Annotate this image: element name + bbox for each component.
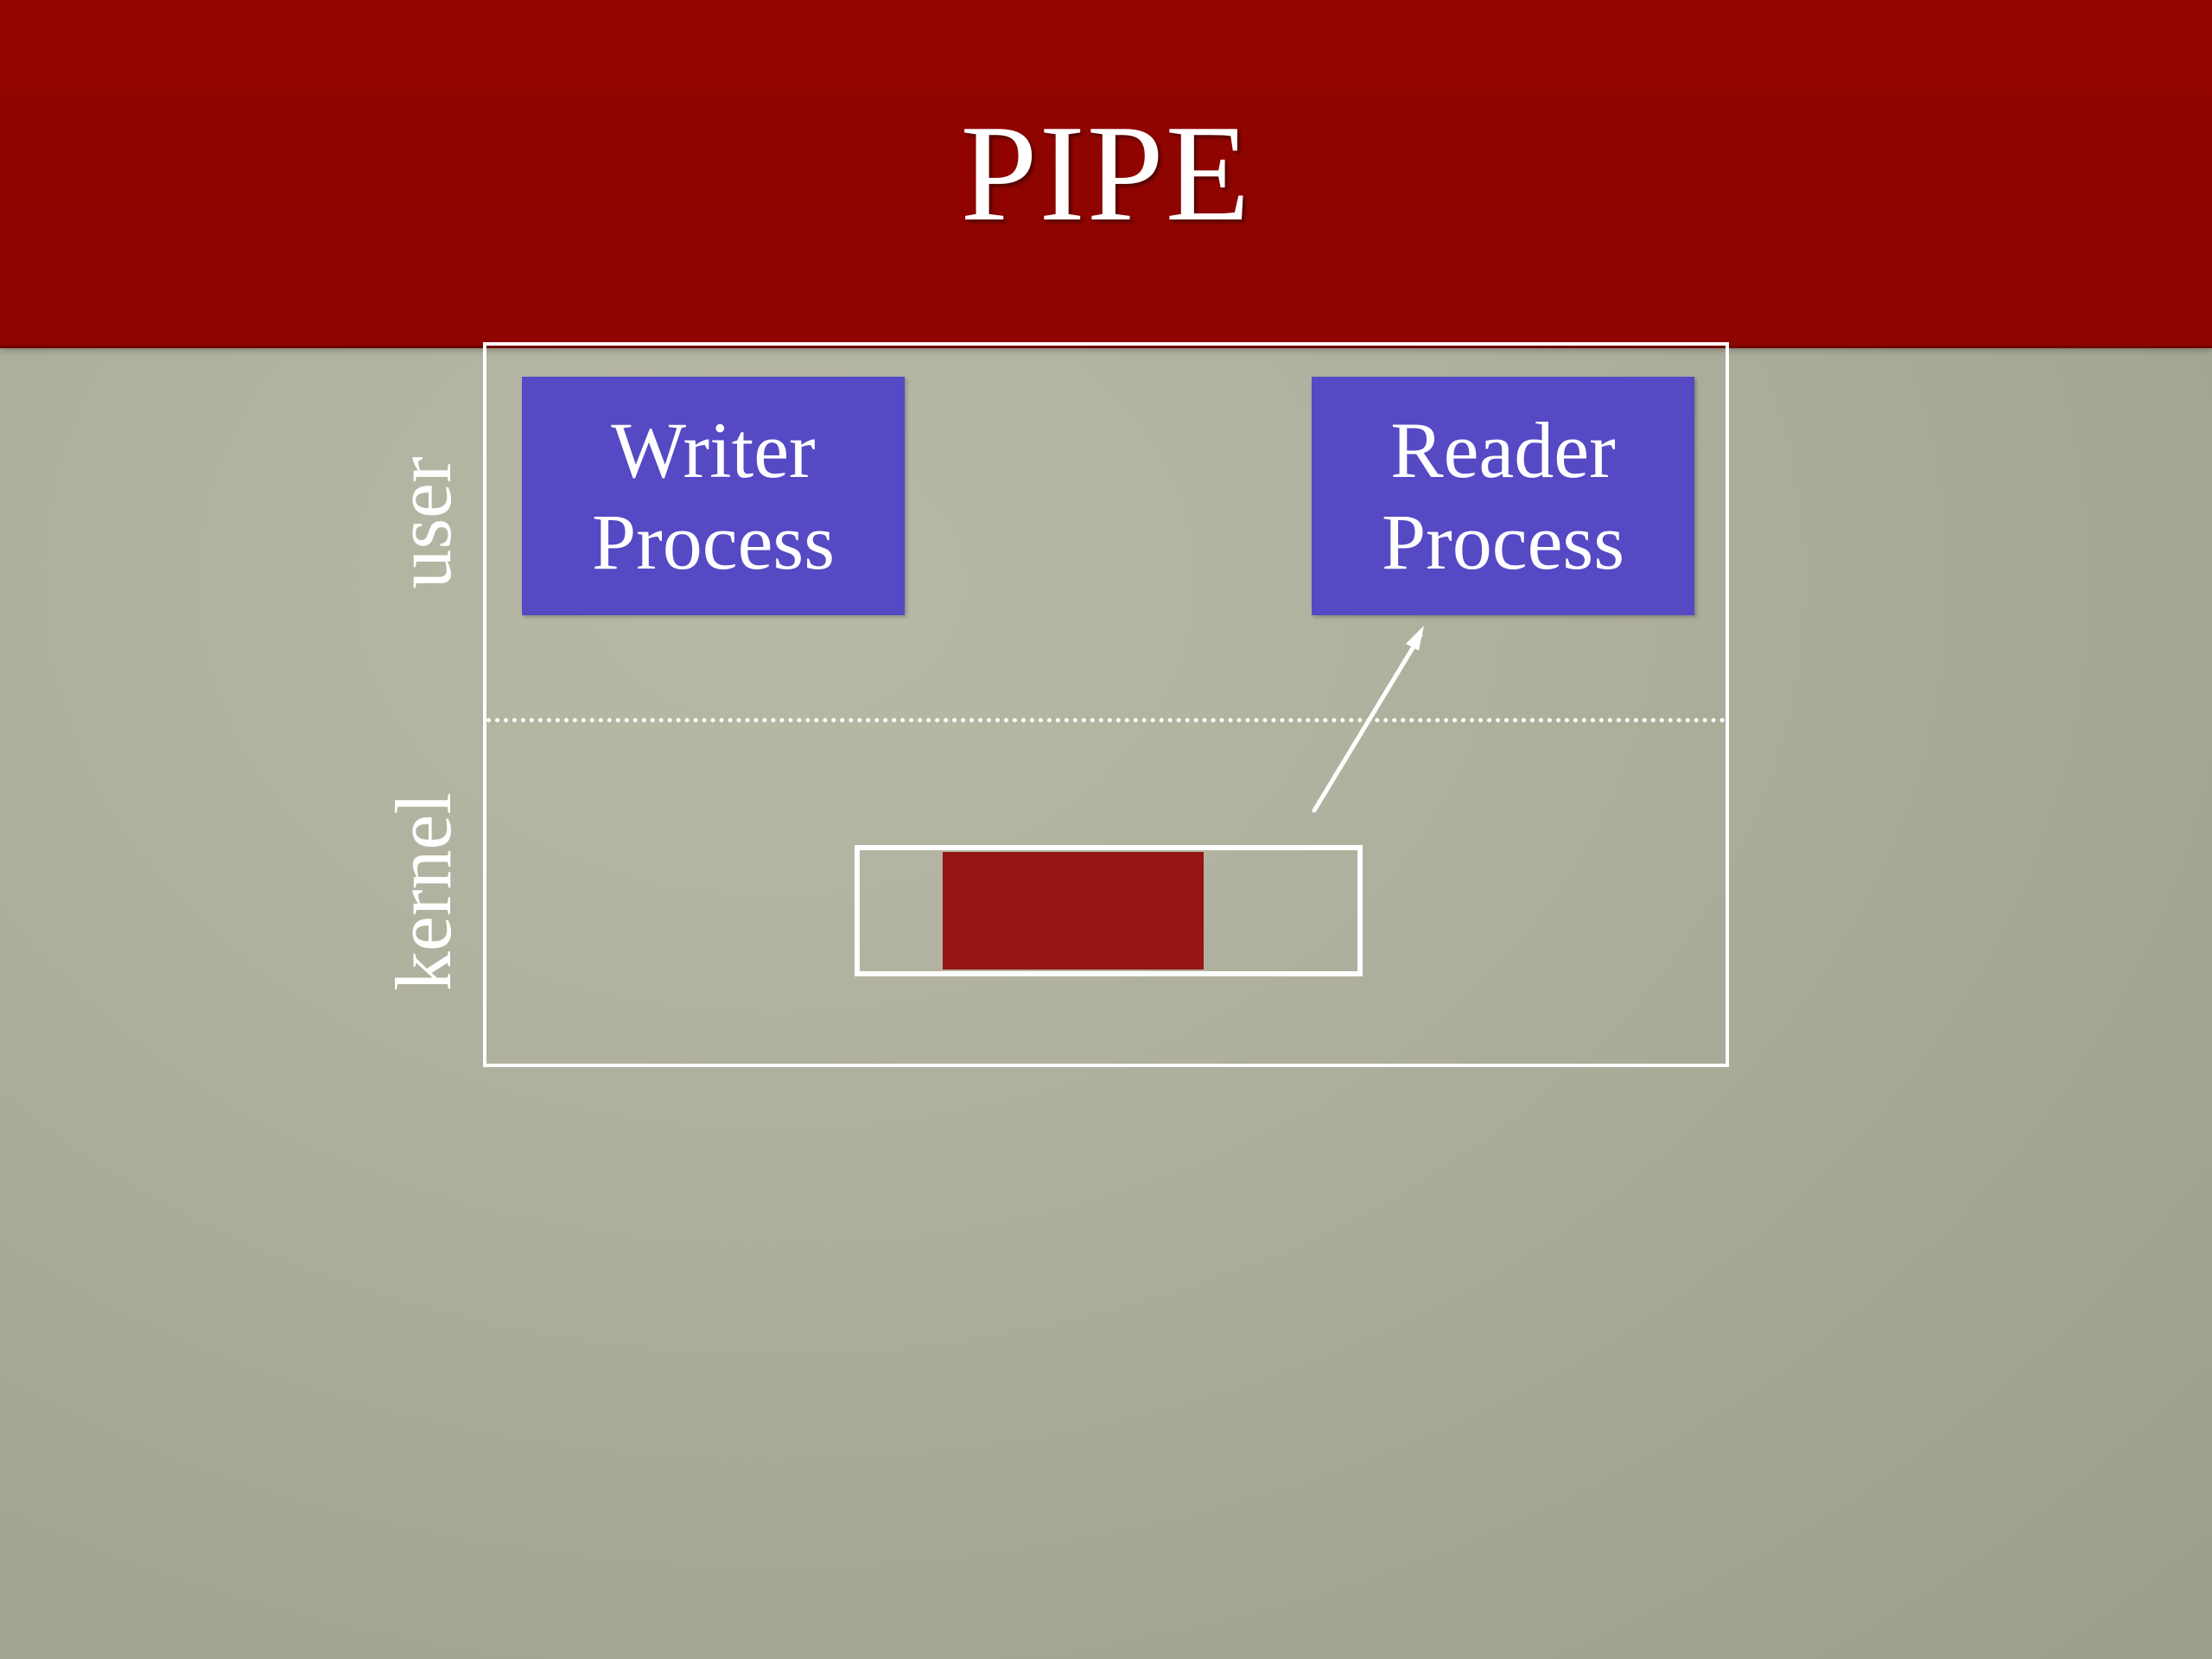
- slide-title: PIPE: [960, 96, 1252, 250]
- header-divider: [0, 346, 2212, 348]
- user-space-label: user: [379, 456, 467, 589]
- user-kernel-divider: [486, 718, 1726, 722]
- writer-process-box: Writer Process: [522, 377, 905, 615]
- kernel-space-label: kernel: [379, 792, 467, 991]
- diagram-frame: [483, 342, 1729, 1067]
- writer-process-label-line2: Process: [591, 498, 836, 586]
- writer-process-label-line1: Writer: [611, 406, 816, 494]
- pipe-buffer-data: [943, 852, 1204, 969]
- slide-header: [0, 0, 2212, 346]
- reader-process-box: Reader Process: [1312, 377, 1694, 615]
- pipe-buffer: [855, 845, 1363, 976]
- reader-process-label-line2: Process: [1381, 498, 1625, 586]
- reader-process-label-line1: Reader: [1390, 406, 1616, 494]
